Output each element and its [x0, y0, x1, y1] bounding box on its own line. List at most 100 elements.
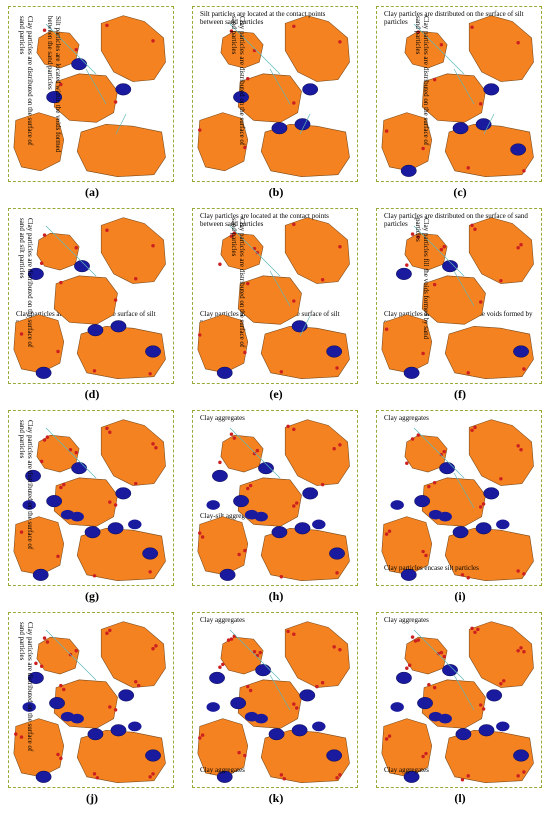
leader-line: [229, 225, 281, 277]
silt-particle: [110, 724, 127, 737]
clay-particle: [292, 504, 296, 508]
clay-particle: [292, 24, 296, 29]
particle-diagram: [381, 15, 534, 177]
clay-particle: [62, 482, 66, 487]
annotation-text: Clay particles fill the voids formed by …: [414, 218, 430, 340]
particle-diagram: [13, 419, 166, 581]
silt-particle: [74, 260, 90, 273]
leader-line: [453, 270, 475, 307]
clay-particle: [466, 371, 470, 375]
leader-line: [269, 68, 291, 105]
clay-particle: [292, 702, 296, 706]
silt-particle: [483, 487, 500, 500]
silt-particle: [107, 522, 124, 535]
clay-particle: [19, 530, 24, 534]
clay-particle: [516, 648, 520, 653]
panel-frame: [8, 6, 174, 182]
sand-particle: [404, 30, 448, 69]
clay-particle: [246, 281, 250, 286]
clay-particle: [320, 681, 325, 685]
clay-particle: [416, 638, 421, 642]
clay-particle: [476, 627, 480, 632]
clay-particle: [410, 437, 415, 441]
sand-particle: [381, 112, 433, 172]
silt-particle: [390, 702, 404, 712]
panel-frame: [8, 410, 174, 586]
silt-particle: [442, 260, 458, 273]
annotation-text: Silt particles are located within the vo…: [46, 16, 62, 153]
clay-particle: [439, 42, 444, 47]
clay-particle: [105, 23, 109, 28]
leader-line: [453, 68, 475, 105]
sand-particle: [381, 516, 433, 576]
clay-particle: [232, 436, 237, 440]
clay-particle: [432, 480, 437, 485]
silt-particle: [403, 366, 420, 379]
clay-particle: [416, 30, 421, 34]
panel-frame: [8, 208, 174, 384]
particle-diagram: [197, 217, 350, 379]
silt-particle: [294, 522, 311, 535]
clay-particle: [416, 433, 421, 437]
clay-particle: [136, 683, 141, 688]
clay-particle: [45, 640, 50, 644]
annotation-text: Clay particles are distributed on the su…: [230, 218, 246, 348]
sand-particle: [284, 217, 350, 284]
clay-particle: [248, 688, 253, 693]
sand-particle: [100, 217, 166, 284]
clay-particle: [473, 227, 477, 232]
clay-particle: [59, 756, 63, 761]
clay-particle: [237, 552, 241, 557]
clay-particle: [338, 648, 342, 652]
sand-particle: [197, 112, 249, 172]
annotation-text: Clay particles are distributed on the su…: [18, 622, 34, 752]
panel-caption: (h): [268, 589, 284, 603]
silt-particle: [510, 143, 527, 156]
clay-particle: [59, 485, 63, 490]
silt-particle: [25, 469, 41, 482]
clay-particle: [151, 442, 155, 446]
clay-particle: [248, 483, 253, 488]
clay-particle: [516, 774, 520, 778]
clay-particle: [113, 298, 118, 302]
clay-particle: [499, 278, 503, 283]
clay-particle: [19, 735, 24, 739]
clay-particle: [470, 25, 474, 30]
silt-particle: [400, 164, 417, 177]
clay-particle: [460, 573, 465, 577]
silt-particle: [84, 526, 101, 539]
clay-particle: [113, 503, 118, 507]
clay-particle: [522, 169, 526, 173]
clay-particle: [151, 244, 155, 248]
particle-diagram: [381, 217, 534, 379]
sand-particle: [468, 621, 534, 688]
leader-line: [229, 23, 281, 75]
sand-particle: [53, 73, 118, 123]
clay-particle: [387, 734, 392, 738]
silt-particle: [87, 324, 104, 337]
silt-particle: [452, 526, 469, 539]
clay-particle: [424, 751, 428, 756]
clay-particle: [421, 146, 425, 151]
leader-line: [45, 629, 97, 681]
sand-particle: [36, 232, 80, 271]
clay-particle: [332, 645, 336, 649]
panel-frame: [192, 410, 358, 586]
silt-particle: [145, 345, 161, 358]
leader-line: [115, 113, 127, 135]
sand-particle: [220, 232, 264, 271]
sand-particle: [468, 15, 534, 82]
silt-particle: [254, 713, 268, 724]
silt-particle: [22, 500, 36, 510]
silt-particle: [212, 469, 228, 482]
sand-particle: [13, 516, 65, 576]
clay-particle: [42, 636, 47, 640]
clay-particle: [59, 280, 63, 285]
clay-particle: [92, 772, 97, 776]
clay-particle: [292, 632, 296, 636]
sand-particle: [421, 275, 486, 325]
silt-particle: [254, 511, 268, 522]
silt-particle: [87, 728, 104, 741]
clay-particle: [384, 327, 389, 331]
silt-particle: [513, 345, 529, 358]
